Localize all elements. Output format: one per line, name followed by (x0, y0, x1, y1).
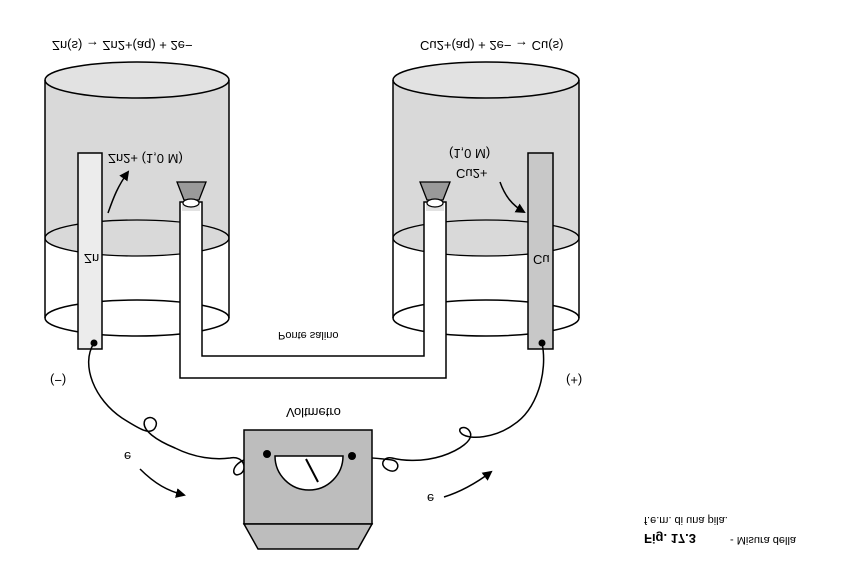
left-plug-opening (182, 198, 200, 208)
right-plug-opening (426, 198, 444, 208)
cu-electrode-label: Cu (533, 252, 550, 267)
salt-bridge (176, 181, 451, 379)
voltmeter-needle (305, 458, 319, 483)
left-liquid-front (44, 237, 230, 257)
electron-label-right: e (427, 491, 434, 506)
zn-ion-arrow (107, 170, 130, 214)
caption-line-1: - Misura della (730, 534, 797, 546)
positive-pole-label: (+) (566, 373, 582, 388)
cathode-reaction-label: Cu2+(aq) + 2e− → Cu(s) (420, 38, 563, 53)
cu-ion-conc-label: (1,0 M) (449, 146, 490, 161)
salt-bridge-label: Ponte salino (278, 329, 339, 341)
electron-label-left: e (124, 449, 131, 464)
caption-fig-number: Fig. 17.3 (644, 531, 696, 546)
salt-bridge-tube (179, 201, 447, 379)
anode-reaction-label: Zn(s) → Zn2+(aq) + 2e− (52, 38, 193, 53)
cu-terminal (538, 339, 546, 347)
zinc-electrode (77, 152, 103, 350)
left-liquid-surface (44, 219, 230, 239)
copper-electrode (527, 152, 554, 350)
right-liquid-surface (392, 219, 580, 239)
left-beaker-top (44, 61, 230, 99)
electron-flow-arrow-right (443, 470, 493, 498)
voltmeter-label: Voltmetro (286, 405, 341, 420)
zn-terminal (90, 339, 98, 347)
negative-pole-label: (−) (50, 373, 66, 388)
zn-ion-label: Zn2+ (1,0 M) (108, 151, 183, 166)
voltmeter (242, 429, 374, 550)
voltmeter-terminal-left (263, 450, 271, 458)
voltmeter-dial (274, 455, 344, 491)
voltmeter-base (242, 523, 374, 550)
right-liquid-front (392, 237, 580, 257)
zn-electrode-label: Zn (84, 251, 99, 266)
electron-flow-arrow-left (139, 468, 186, 498)
cu-ion-arrow (499, 181, 526, 214)
left-bridge-plug (176, 181, 207, 201)
right-wire (353, 342, 545, 472)
right-bridge-plug (419, 181, 451, 201)
voltmeter-terminal-right (348, 452, 356, 460)
left-wire (88, 342, 268, 476)
right-beaker-top (392, 61, 580, 99)
cu-ion-label: Cu2+ (456, 166, 487, 181)
caption-line-2: f.e.m. di una pila. (644, 514, 728, 526)
